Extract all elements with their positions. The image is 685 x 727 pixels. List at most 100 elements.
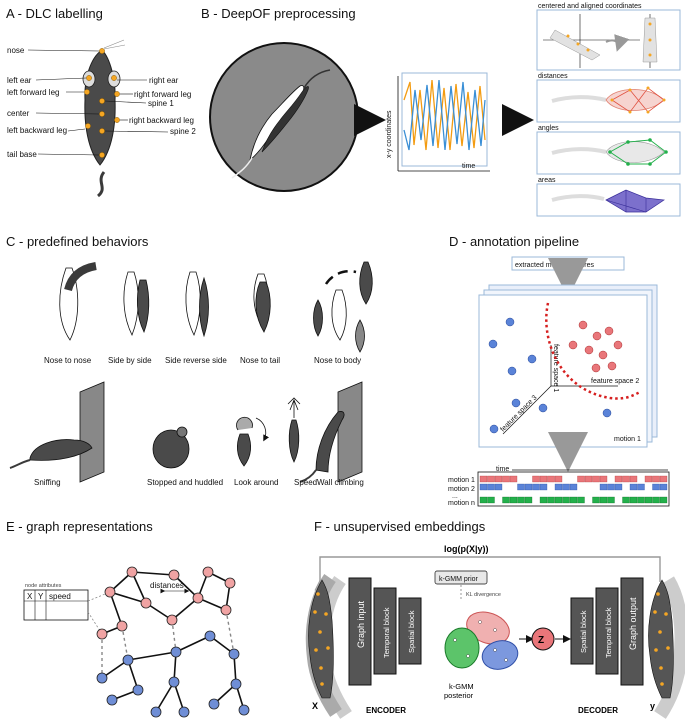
timeline-segment [577, 475, 585, 483]
timeline-segment [659, 483, 668, 491]
timeline-segment [494, 483, 503, 491]
series-blue [403, 79, 486, 151]
layer-label: motion 1 [614, 436, 641, 443]
y-axis-label: x-y coordinates [386, 110, 393, 158]
timeline-segment [569, 496, 578, 504]
panel-a-title: A - DLC labelling [6, 6, 103, 21]
axis-label-1: feature space 1 [552, 344, 559, 392]
node-attributes-label: node attributes [25, 583, 62, 589]
panel-a: A - DLC labelling [6, 6, 196, 198]
feature-title-angles: angles [538, 125, 559, 132]
feature-boxes: centered and aligned coordinates distanc… [536, 3, 681, 217]
timeline-segment [539, 483, 548, 491]
timeline-segment [614, 483, 623, 491]
timeline-segment [637, 496, 645, 504]
label-right-forward-leg: right forward leg [134, 90, 191, 99]
graph-node-blue [122, 654, 134, 666]
timeline-segment [524, 483, 533, 491]
timeline-segment [577, 496, 585, 504]
kgmm-prior-label: k-GMM prior [439, 576, 479, 583]
graph-node-blue [204, 630, 216, 642]
panel-f-title: F - unsupervised embeddings [314, 519, 486, 534]
timeline-segment [637, 483, 645, 491]
timeline-segment [479, 475, 488, 483]
timeline-segment [554, 496, 563, 504]
timeline-segment [569, 483, 578, 491]
graph-node-blue [168, 676, 180, 688]
graph-node-pink [202, 566, 214, 578]
timeline-segment [562, 496, 570, 504]
label-spine-2: spine 2 [170, 127, 196, 136]
timeline-segment [494, 475, 503, 483]
panel-b-title: B - DeepOF preprocessing [201, 6, 356, 21]
timeline-segment [479, 496, 488, 504]
encoder-block-graph-input: Graph input [356, 600, 366, 648]
graph-node-pink [220, 604, 232, 616]
graph-network [87, 566, 250, 718]
encoder-blocks: Graph input Temporal block Spatial block [348, 577, 422, 686]
decoder-label: DECODER [578, 706, 618, 715]
input-box-label: extracted motion features [515, 262, 594, 269]
timeline-segment [509, 496, 518, 504]
graph-node-blue [228, 648, 240, 660]
behavior-label-nose-to-nose: Nose to nose [44, 356, 92, 365]
series-orange [403, 79, 486, 151]
graph-node-blue [230, 678, 242, 690]
timeline-segment [644, 496, 653, 504]
row-label-motion-2: motion 2 [448, 486, 475, 493]
graph-edge [131, 571, 175, 576]
timeline-segment [524, 496, 533, 504]
gmm-posterior-ellipses [444, 611, 519, 670]
panel-d-title: D - annotation pipeline [449, 234, 579, 249]
graph-node-pink [224, 577, 236, 589]
graph-edge [173, 574, 199, 599]
label-left-backward-leg: left backward leg [7, 126, 67, 135]
timeline-segment [629, 496, 638, 504]
kgmm-prior-box [434, 570, 488, 585]
row-label-motion-1: motion 1 [448, 477, 475, 484]
graph-node-blue [96, 672, 108, 684]
timeline-segment [487, 496, 495, 504]
output-variable: y [650, 701, 655, 711]
timeline-segment [592, 496, 600, 504]
behavior-label-side-reverse-side: Side reverse side [165, 356, 227, 365]
graph-node-blue [150, 706, 162, 718]
attr-y: Y [38, 592, 44, 601]
latent-z-label: Z [538, 635, 544, 646]
decoder-block-graph-output: Graph output [628, 597, 638, 650]
row-label-ellipsis: ... [452, 493, 458, 500]
attr-x: X [27, 592, 33, 601]
behavior-label-speed: Speed [294, 478, 317, 487]
graph-node-pink [116, 620, 128, 632]
label-tail-base: tail base [7, 150, 37, 159]
graph-edge [175, 635, 211, 653]
x-axis-label: time [462, 163, 475, 170]
panel-c-title: C - predefined behaviors [6, 234, 149, 249]
timeline-segment [599, 496, 608, 504]
panel-e-title: E - graph representations [6, 519, 153, 534]
encoder-label: ENCODER [366, 706, 406, 715]
posterior-label-1: k-GMM [449, 682, 474, 691]
panel-b: B - DeepOF preprocessing x-y coordinates… [201, 3, 681, 217]
panel-c: C - predefined behaviors Nose to nose Si… [6, 234, 373, 487]
panel-f: F - unsupervised embeddings log(p(X|y)) … [305, 519, 685, 719]
graph-node-blue [178, 706, 190, 718]
timeline-segment [517, 483, 525, 491]
encoder-block-temporal: Temporal block [382, 607, 391, 658]
graph-node-pink [104, 586, 116, 598]
timeline-segment [487, 475, 495, 483]
graph-node-pink [192, 592, 204, 604]
graph-node-pink [166, 614, 178, 626]
label-left-ear: left ear [7, 76, 32, 85]
label-center: center [7, 109, 30, 118]
label-nose: nose [7, 46, 25, 55]
graph-edge-dashed [225, 609, 235, 655]
posterior-label-2: posterior [444, 691, 474, 700]
timeline-segment [509, 475, 518, 483]
timeline-segment [532, 475, 540, 483]
graph-node-pink [126, 566, 138, 578]
timeline-segment [562, 483, 570, 491]
behavior-label-nose-to-tail: Nose to tail [240, 356, 280, 365]
feature-title-coords: centered and aligned coordinates [538, 3, 642, 10]
decoder-block-temporal: Temporal block [604, 607, 613, 658]
